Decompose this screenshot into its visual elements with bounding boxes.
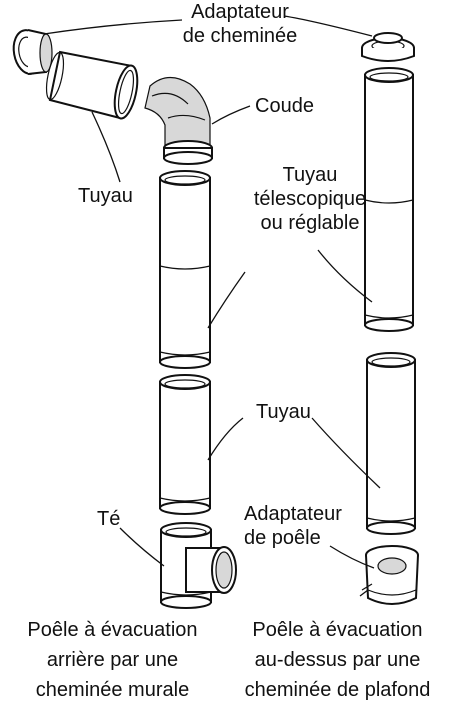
label-telescopic-line3: ou réglable — [260, 212, 360, 234]
label-pipe-right: Tuyau — [256, 401, 311, 423]
label-stove-adapter-line2: de poêle — [244, 527, 321, 549]
left-chimney-adapter — [12, 29, 53, 75]
left-telescopic-pipe — [159, 170, 211, 369]
elbow-piece — [144, 76, 213, 165]
caption-top-exhaust: Poêle à évacuation au-dessus par une che… — [225, 615, 450, 705]
stove-adapter — [359, 545, 419, 605]
left-plain-pipe — [159, 374, 211, 515]
right-plain-pipe — [366, 352, 416, 535]
label-chimney-adapter-line1: Adaptateur — [191, 1, 289, 23]
label-elbow: Coude — [255, 95, 314, 117]
caption-right-line2: au-dessus par une — [254, 649, 421, 671]
label-telescopic-line2: télescopique — [253, 188, 367, 210]
right-chimney-adapter — [361, 32, 415, 62]
left-horizontal-pipe — [45, 50, 139, 120]
label-tee: Té — [97, 508, 121, 530]
leader-lines — [43, 15, 381, 569]
label-stove-adapter-line1: Adaptateur — [244, 503, 342, 525]
caption-rear-exhaust: Poêle à évacuation arrière par une chemi… — [0, 615, 225, 705]
tee-piece — [160, 522, 237, 609]
caption-right-line3: cheminée de plafond — [244, 679, 431, 701]
label-chimney-adapter: Adaptateur de cheminée — [180, 0, 300, 48]
caption-right-line1: Poêle à évacuation — [252, 619, 423, 641]
caption-left-line2: arrière par une — [46, 649, 179, 671]
label-telescopic-line1: Tuyau — [282, 164, 338, 186]
caption-left-line1: Poêle à évacuation — [27, 619, 198, 641]
caption-left-line3: cheminée murale — [35, 679, 190, 701]
label-pipe-left: Tuyau — [78, 185, 133, 207]
label-telescopic-pipe: Tuyau télescopique ou réglable — [245, 163, 375, 235]
label-stove-adapter: Adaptateur de poêle — [244, 502, 342, 550]
right-telescopic-pipe — [364, 67, 414, 332]
label-chimney-adapter-line2: de cheminée — [182, 25, 298, 47]
